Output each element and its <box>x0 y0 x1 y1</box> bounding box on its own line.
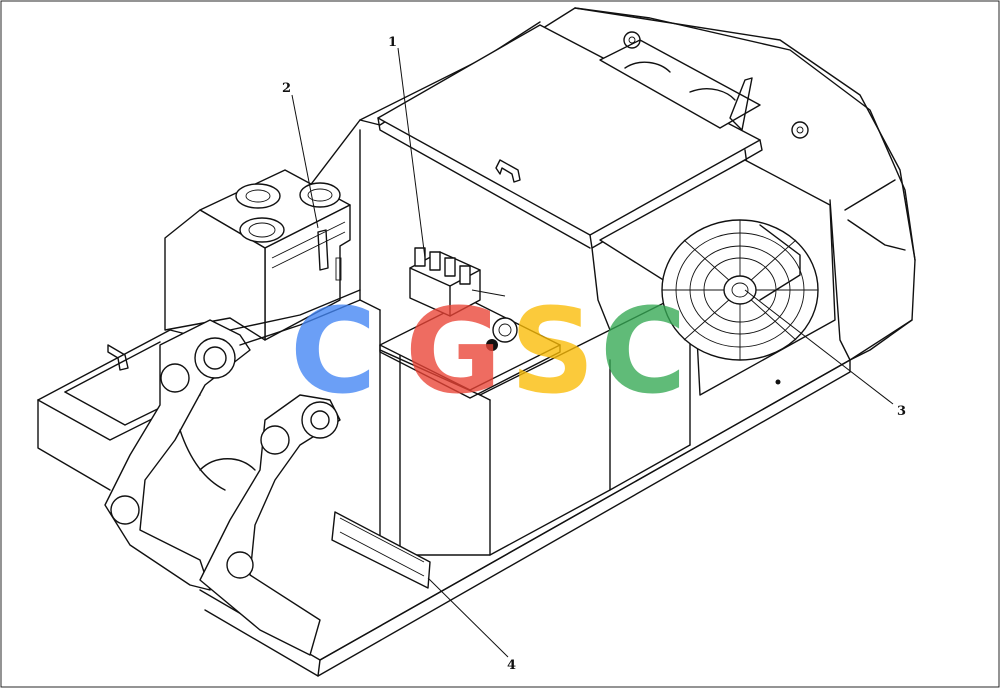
watermark-letter-3: S <box>510 282 595 420</box>
top-cover <box>377 24 763 249</box>
cooling-fan <box>599 159 836 396</box>
callouts: 1 2 3 4 <box>282 35 906 673</box>
watermark-letter-2: G <box>405 282 502 420</box>
watermark-letter-1: C <box>290 282 377 420</box>
callout-3-label: 3 <box>897 404 906 419</box>
leader-lines <box>291 47 894 658</box>
watermark-letter-4: C <box>600 282 687 420</box>
callout-2-label: 2 <box>282 81 291 96</box>
hydraulic-tank <box>164 169 351 341</box>
control-valve <box>379 247 561 399</box>
watermark: C G S C <box>290 282 687 420</box>
boom-mount <box>104 289 361 656</box>
leader-line-1 <box>397 47 426 259</box>
exhaust-assembly <box>599 31 809 139</box>
leader-line-4 <box>427 577 509 658</box>
leader-line-2 <box>291 94 319 229</box>
callout-4-label: 4 <box>507 658 516 673</box>
leader-line-3 <box>744 289 894 405</box>
vent-grille <box>331 511 431 589</box>
callout-1-label: 1 <box>388 35 397 50</box>
